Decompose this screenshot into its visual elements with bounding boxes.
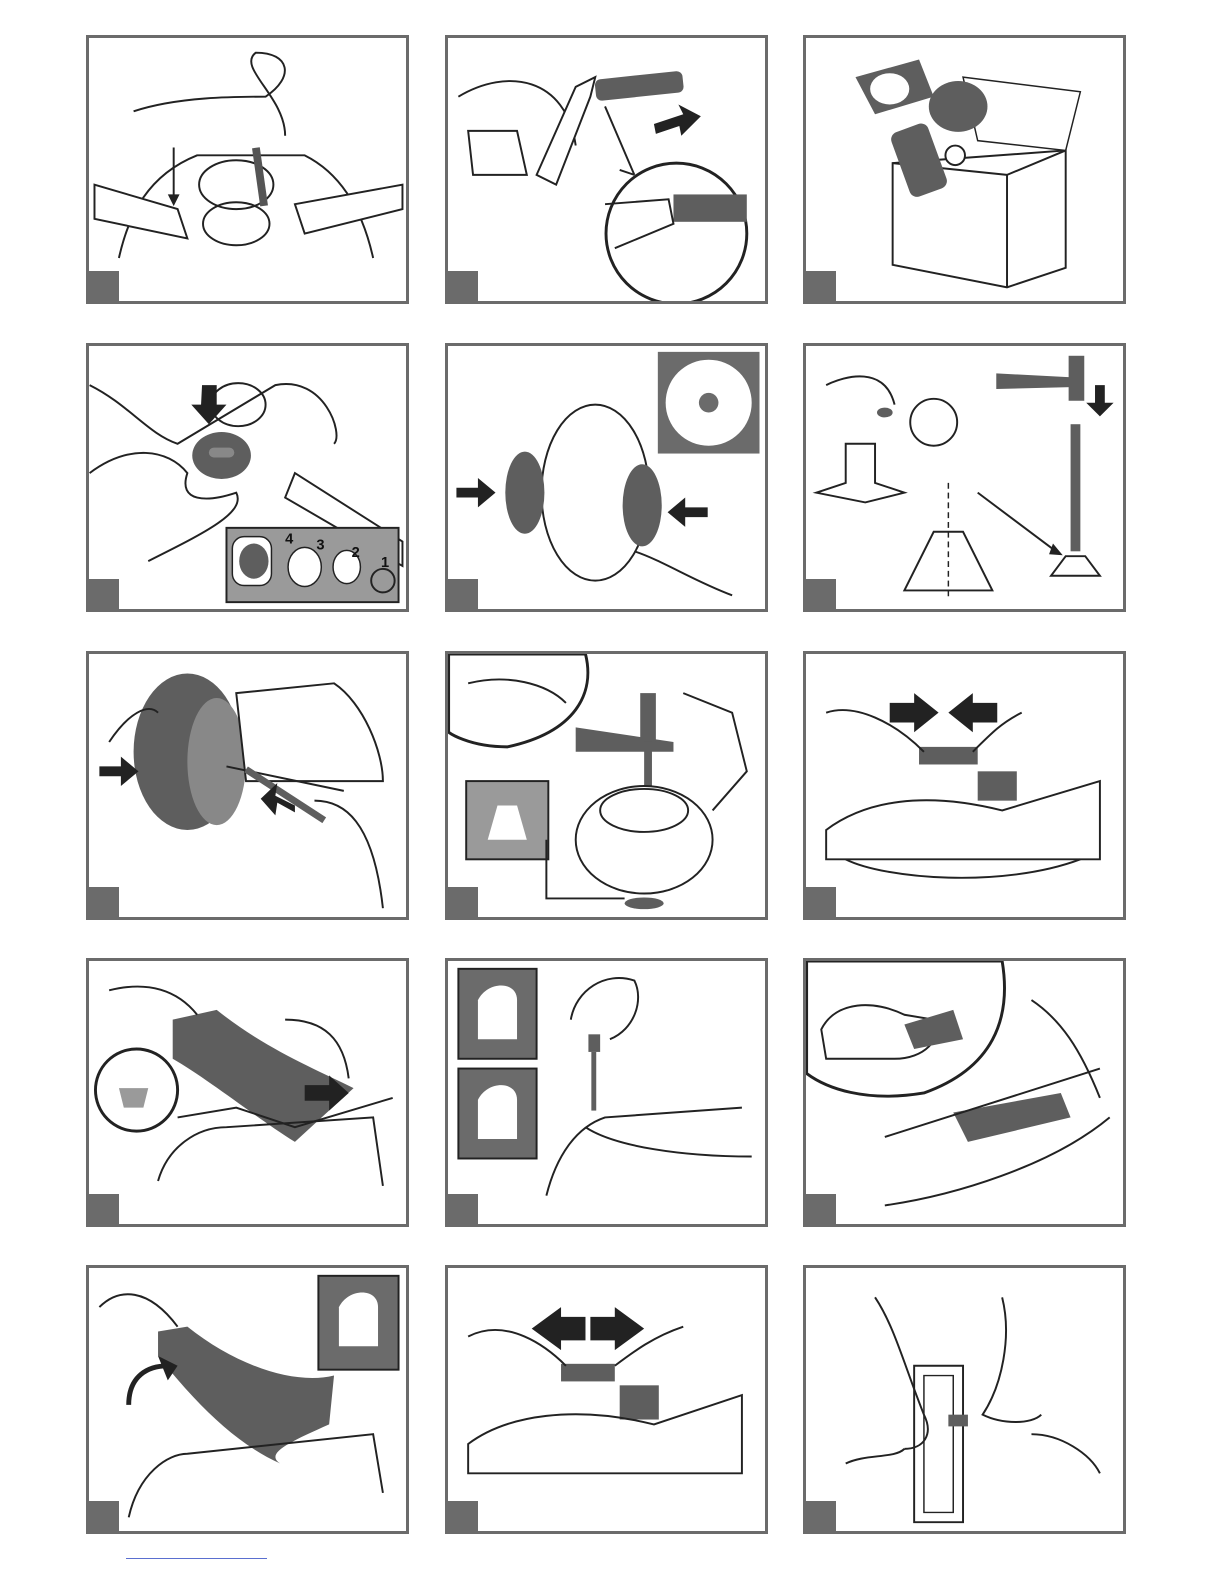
step-number-badge xyxy=(89,1501,119,1531)
step-number-badge xyxy=(806,271,836,301)
step-number-badge xyxy=(448,887,478,917)
instruction-panel-14 xyxy=(445,1265,768,1534)
seat-screw-illustration xyxy=(448,961,765,1224)
connector-unplug-illustration xyxy=(448,1268,765,1531)
instruction-panel-7 xyxy=(86,651,409,920)
parts-box-illustration xyxy=(806,38,1123,301)
instruction-panel-6 xyxy=(803,343,1126,612)
step-number-badge xyxy=(448,271,478,301)
fuse-clip-illustration xyxy=(806,1268,1123,1531)
step-number-badge xyxy=(806,887,836,917)
instruction-panel-12 xyxy=(803,958,1126,1227)
step-number-badge xyxy=(89,1194,119,1224)
instruction-panel-11 xyxy=(445,958,768,1227)
step-number-badge xyxy=(89,271,119,301)
step-number-badge xyxy=(448,579,478,609)
battery-cap-illustration: 4 3 2 1 xyxy=(89,346,406,609)
instruction-panel-1 xyxy=(86,35,409,304)
handlebar-screw-illustration xyxy=(89,38,406,301)
inset-label-1: 1 xyxy=(381,555,389,571)
cap-nut-hammer-illustration xyxy=(806,346,1123,609)
hammer-cap-nut-illustration xyxy=(448,654,765,917)
wheel-hubcap-illustration xyxy=(448,346,765,609)
footer-link-underline xyxy=(126,1558,267,1559)
instruction-panel-3 xyxy=(803,35,1126,304)
handlebar-grip-illustration xyxy=(448,38,765,301)
seat-install-illustration xyxy=(89,961,406,1224)
instruction-panel-4: 4 3 2 1 xyxy=(86,343,409,612)
step-number-badge xyxy=(89,887,119,917)
instruction-panel-9 xyxy=(803,651,1126,920)
seat-lift-illustration xyxy=(89,1268,406,1531)
step-number-badge xyxy=(448,1501,478,1531)
connector-plug-illustration xyxy=(806,654,1123,917)
step-number-badge xyxy=(806,579,836,609)
instruction-panel-5 xyxy=(445,343,768,612)
instruction-panel-10 xyxy=(86,958,409,1227)
step-number-badge xyxy=(806,1194,836,1224)
inset-label-2: 2 xyxy=(352,545,360,561)
foot-pedal-illustration xyxy=(806,961,1123,1224)
step-number-badge xyxy=(89,579,119,609)
wheel-axle-illustration xyxy=(89,654,406,917)
step-number-badge xyxy=(448,1194,478,1224)
step-number-badge xyxy=(806,1501,836,1531)
inset-label-4: 4 xyxy=(285,531,294,547)
instruction-panel-15 xyxy=(803,1265,1126,1534)
inset-label-3: 3 xyxy=(316,537,324,553)
instruction-panel-8 xyxy=(445,651,768,920)
instruction-panel-2 xyxy=(445,35,768,304)
instruction-panel-13 xyxy=(86,1265,409,1534)
